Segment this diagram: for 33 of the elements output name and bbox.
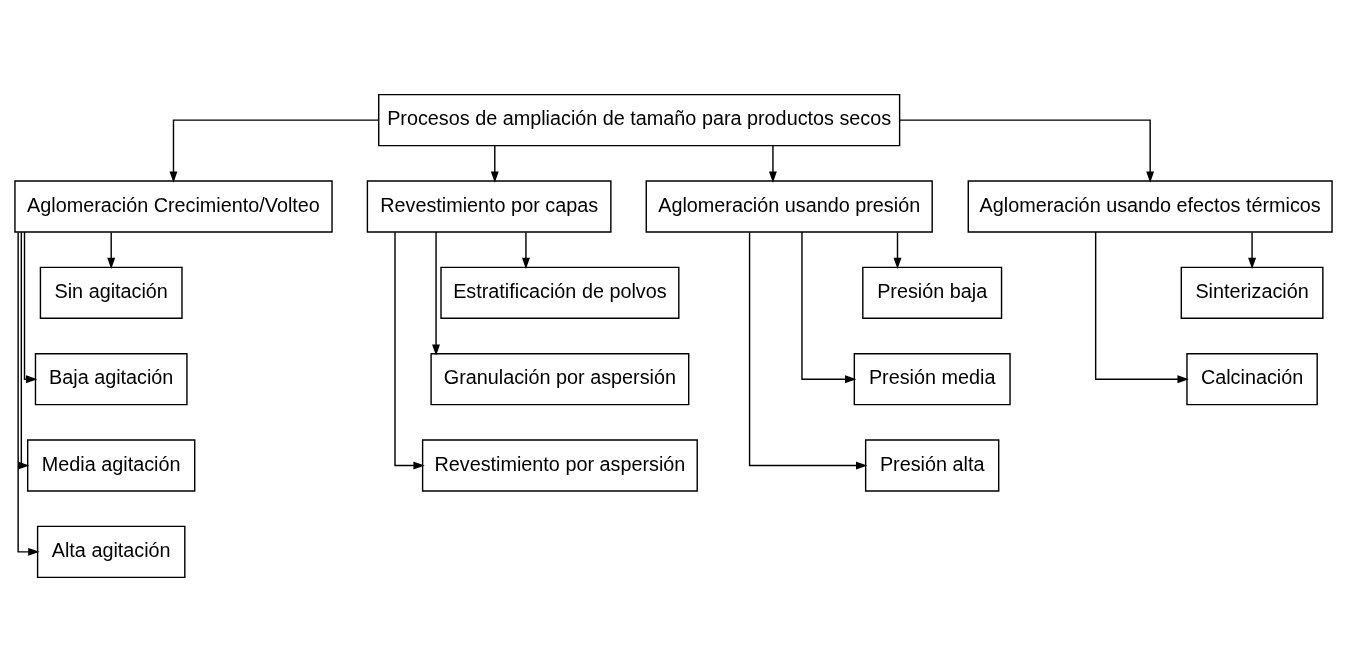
arrow: [432, 230, 441, 356]
node-box: Aglomeración Crecimiento/Volteo: [14, 179, 333, 233]
node-box: Media agitación: [27, 438, 196, 492]
arrow: [801, 230, 857, 383]
arrow: [23, 230, 38, 383]
arrow: [394, 231, 425, 469]
node-box: Estratificación de polvos: [440, 266, 680, 319]
node-box: Revestimiento por capas: [366, 179, 612, 233]
arrow: [768, 144, 777, 183]
arrow: [490, 144, 499, 183]
node-box: Presión alta: [864, 438, 1000, 492]
node-box: Presión baja: [862, 266, 1003, 319]
node-box: Revestimiento por aspersión: [421, 438, 698, 492]
node-box: Granulación por aspersión: [430, 352, 690, 405]
node-box: Calcinación: [1186, 352, 1318, 405]
node-box: Sin agitación: [39, 266, 183, 319]
arrow: [1094, 230, 1189, 383]
node-box: Baja agitación: [34, 352, 188, 405]
arrow: [18, 231, 30, 469]
node-box: Sinterización: [1180, 266, 1324, 319]
arrow: [107, 231, 116, 269]
arrow: [748, 231, 868, 469]
node-box: Aglomeración usando efectos térmicos: [967, 179, 1333, 233]
node-box: Presión media: [853, 352, 1011, 405]
arrow: [899, 118, 1155, 183]
arrow: [521, 231, 530, 269]
arrow: [17, 231, 40, 556]
arrow: [169, 118, 380, 183]
node-box: Aglomeración usando presión: [645, 179, 933, 233]
node-box: Alta agitación: [36, 525, 186, 578]
node-box: Procesos de ampliación de tamaño para productos secos: [378, 93, 901, 146]
arrow: [1248, 231, 1257, 269]
arrow: [893, 231, 902, 269]
